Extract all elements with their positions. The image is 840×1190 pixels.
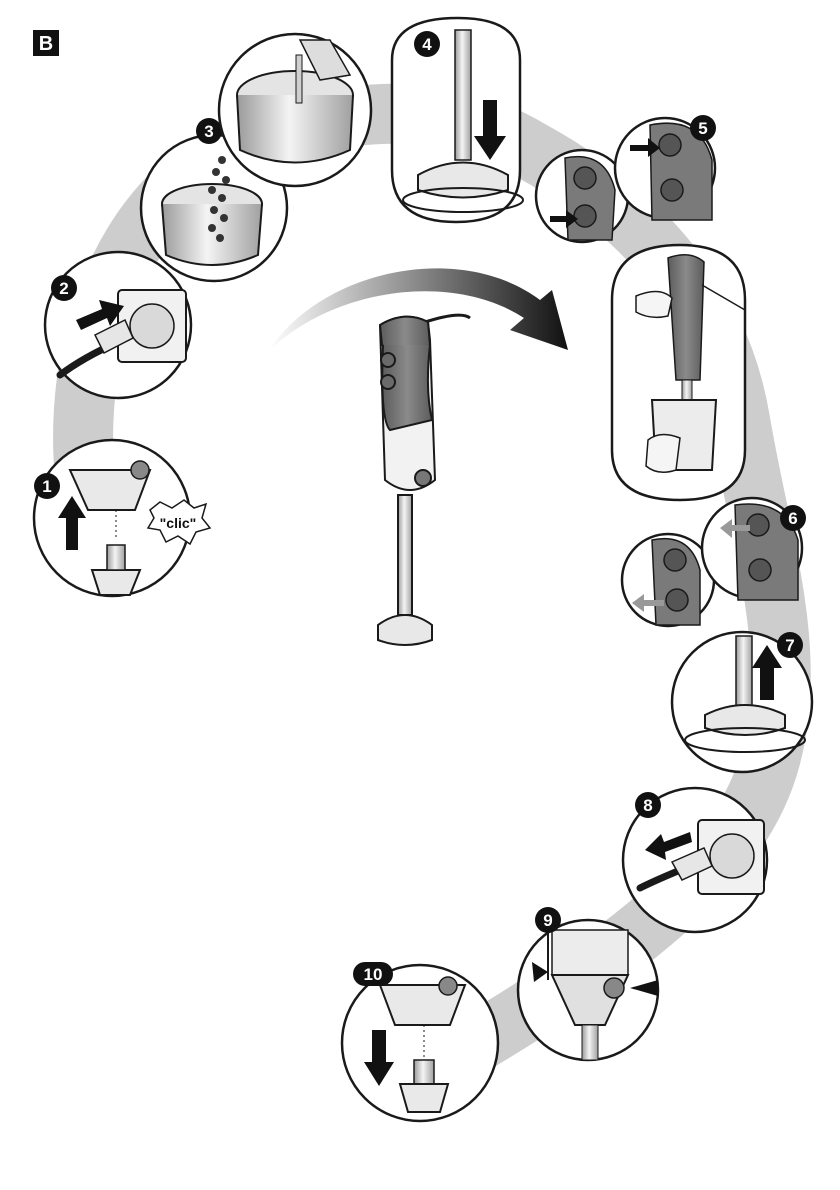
step-5-badge: 5 bbox=[698, 119, 707, 138]
step-2-badge: 2 bbox=[59, 279, 68, 298]
step-10: 10 bbox=[342, 962, 498, 1121]
clic-text: "clic" bbox=[160, 515, 197, 531]
step-1: "clic" 1 bbox=[34, 440, 210, 596]
step-7: 7 bbox=[672, 632, 812, 772]
step-1-badge: 1 bbox=[42, 477, 51, 496]
step-10-badge: 10 bbox=[364, 965, 383, 984]
step-3-pour bbox=[219, 34, 371, 186]
step-8-badge: 8 bbox=[643, 796, 652, 815]
step-9-badge: 9 bbox=[543, 911, 552, 930]
step-8: 8 bbox=[623, 788, 767, 932]
section-label: B bbox=[33, 30, 59, 56]
step-2: 2 bbox=[45, 252, 191, 398]
hand-blender-illustration bbox=[378, 315, 470, 645]
step-7-badge: 7 bbox=[785, 636, 794, 655]
blending-scene bbox=[612, 245, 745, 500]
step-4: 4 bbox=[392, 18, 523, 222]
section-label-text: B bbox=[39, 33, 53, 55]
step-4-badge: 4 bbox=[422, 35, 432, 54]
step-3-badge: 3 bbox=[204, 122, 213, 141]
step-6-badge: 6 bbox=[788, 509, 797, 528]
